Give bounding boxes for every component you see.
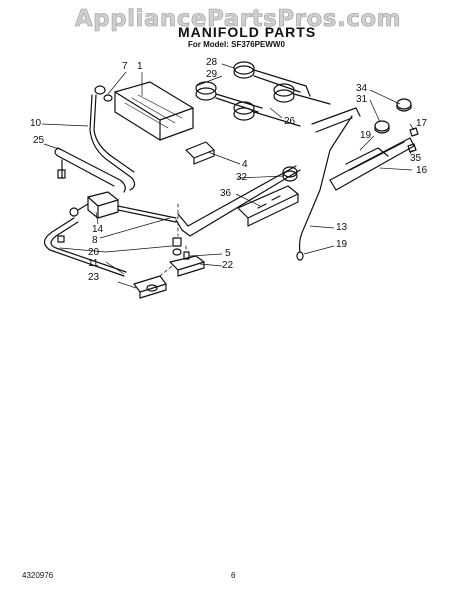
callout-16: 16	[416, 165, 428, 176]
callout-34: 34	[356, 83, 368, 94]
part-1-burner-box	[114, 81, 194, 141]
part-29-burner	[195, 81, 263, 113]
callout-1: 1	[137, 61, 143, 72]
diagram-title: MANIFOLD PARTS	[178, 24, 317, 40]
part-7-fitting	[94, 85, 113, 102]
callout-23: 23	[88, 272, 100, 283]
callout-19-upper: 19	[360, 130, 372, 141]
model-line: For Model: SF376PEWW0	[188, 40, 285, 49]
callout-7: 7	[122, 61, 128, 72]
callout-36: 36	[220, 188, 232, 199]
part-11-tube-loop	[43, 217, 127, 277]
part-35-orifice	[407, 143, 417, 153]
part-14-valve	[69, 191, 177, 223]
callout-10: 10	[30, 118, 42, 129]
part-20-fitting	[172, 237, 182, 256]
callout-4: 4	[242, 159, 248, 170]
part-34-cap	[396, 98, 412, 112]
part-31-cap	[374, 120, 390, 134]
part-13-gas-tube	[298, 115, 353, 253]
callout-28: 28	[206, 57, 218, 68]
callout-13: 13	[336, 222, 348, 233]
document-number: 4320976	[22, 571, 54, 580]
part-23-valve	[133, 275, 167, 299]
part-22-regulator	[169, 255, 205, 277]
page-number: 6	[231, 571, 236, 580]
part-10-tube	[89, 94, 136, 191]
callout-20: 20	[88, 247, 100, 258]
part-26-burner	[233, 83, 331, 127]
part-17-orifice	[409, 127, 419, 137]
part-16-manifold-bar	[311, 107, 415, 191]
callout-26: 26	[284, 116, 296, 127]
callout-32: 32	[236, 172, 248, 183]
part-25-bent-tube	[54, 147, 126, 193]
callout-5: 5	[225, 248, 231, 259]
part-5-screw	[183, 251, 190, 260]
callout-22: 22	[222, 260, 234, 271]
callout-19-lower: 19	[336, 239, 348, 250]
callout-31: 31	[356, 94, 368, 105]
part-28-burner	[233, 61, 311, 97]
callout-14: 14	[92, 224, 104, 235]
callout-17: 17	[416, 118, 428, 129]
part-36-bracket	[237, 185, 299, 227]
watermark-text: AppliancePartsPros.com	[74, 6, 402, 33]
callout-8: 8	[92, 235, 98, 246]
part-4-bracket	[185, 141, 215, 165]
callout-29: 29	[206, 69, 218, 80]
callout-25: 25	[33, 135, 45, 146]
callout-35: 35	[410, 153, 422, 164]
part-manifold-pipe	[175, 165, 301, 237]
callout-11: 11	[88, 258, 99, 269]
